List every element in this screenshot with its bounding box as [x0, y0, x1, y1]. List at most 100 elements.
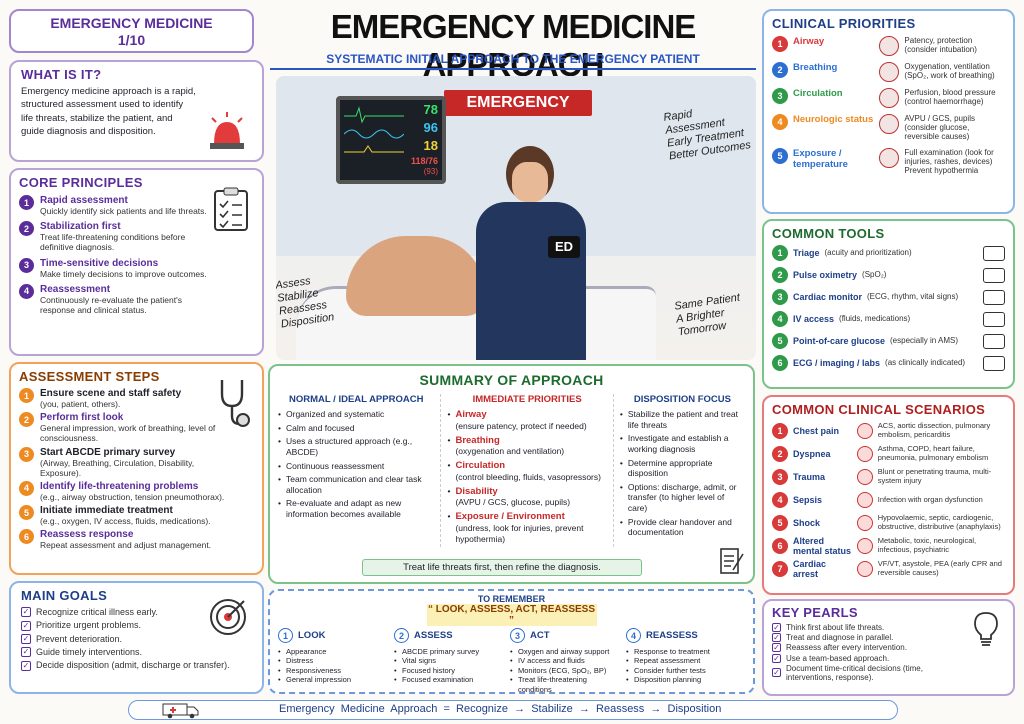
- organ-icon: [879, 114, 900, 134]
- pearl-text: Reassess after every intervention.: [786, 643, 907, 653]
- step-number: 4: [19, 480, 34, 496]
- scenario-number: 4: [772, 492, 788, 508]
- remember-motto: “ LOOK, ASSESS, ACT, REASSESS ”: [426, 604, 597, 626]
- step-text: Start ABCDE primary survey(Airway, Breat…: [40, 447, 225, 478]
- scenario-icon: [856, 492, 873, 508]
- tool-icon: [983, 333, 1005, 349]
- tool-detail: (ECG, rhythm, vital signs): [867, 292, 959, 302]
- priority-title: Breathing: [793, 62, 838, 73]
- remember-step-item: Responsiveness: [278, 666, 390, 676]
- summary-panel: SUMMARY OF APPROACH NORMAL / IDEAL APPRO…: [268, 364, 755, 584]
- summary-banner: Treat life threats first, then refine th…: [362, 559, 642, 576]
- organ-icon: [879, 147, 900, 168]
- step-desc: (Airway, Breathing, Circulation, Disabil…: [40, 457, 195, 478]
- ecg-wave-icon: [344, 106, 404, 153]
- pearl-text: Think first about life threats.: [786, 623, 885, 632]
- what-text: Emergency medicine approach is a rapid, …: [21, 86, 196, 137]
- priority-detail: Perfusion, blood pressure (control haemo…: [904, 88, 996, 107]
- disposition-item: Stabilize the patient and treat life thr…: [620, 409, 745, 430]
- tool-number: 3: [772, 289, 788, 305]
- step-desc: (e.g., airway obstruction, tension pneum…: [40, 491, 225, 502]
- col-disposition-list: Stabilize the patient and treat life thr…: [620, 409, 745, 538]
- tool-name: Pulse oximetry: [793, 270, 858, 280]
- goal-item: ✓Guide timely interventions.: [21, 647, 252, 658]
- badge-text: EMERGENCY MEDICINE 1/10: [50, 15, 213, 48]
- col-disposition-title: DISPOSITION FOCUS: [633, 394, 731, 405]
- priority-title: Circulation: [793, 88, 843, 99]
- tool-name: ECG / imaging / labs: [793, 358, 881, 368]
- priority-number: 3: [772, 88, 788, 104]
- priority-title: Neurologic status: [793, 114, 874, 125]
- vital-monitor: 78 96 18 118/76 (93): [336, 96, 446, 184]
- core-title: CORE PRINCIPLES: [19, 175, 143, 190]
- tool-number: 2: [772, 267, 788, 283]
- scenario-number: 5: [772, 515, 788, 531]
- core-number: 2: [19, 221, 34, 237]
- pearl-item: ✓Treat and diagnose in parallel.: [772, 633, 1005, 643]
- scenario-name: Dyspnea: [793, 449, 831, 459]
- scenario-detail: VF/VT, asystole, PEA (early CPR and reve…: [877, 559, 1002, 577]
- remember-step-title: ACT: [530, 630, 550, 641]
- pearls-title: KEY PEARLS: [772, 605, 858, 620]
- scenario-icon: [856, 446, 873, 462]
- remember-step-item: Repeat assessment: [626, 656, 738, 666]
- tools-title: COMMON TOOLS: [772, 226, 885, 241]
- priority-title: Exposure / temperature: [793, 147, 848, 170]
- remember-step-list: ABCDE primary surveyVital signsFocused h…: [394, 647, 506, 685]
- tool-name: Triage: [793, 248, 820, 258]
- remember-step: 3ACTOxygen and airway supportIV access a…: [510, 628, 622, 694]
- goal-text: Prioritize urgent problems.: [36, 620, 142, 631]
- disposition-item: Options: discharge, admit, or transfer (…: [620, 482, 745, 514]
- scenario-icon: [856, 469, 873, 485]
- remember-step-title: ASSESS: [414, 630, 453, 641]
- step-desc: (you, patient, others).: [40, 399, 121, 409]
- step-desc: (e.g., oxygen, IV access, fluids, medica…: [40, 516, 211, 527]
- scenario-number: 6: [772, 538, 788, 554]
- scenario-number: 7: [772, 561, 788, 577]
- scenario-icon: [856, 538, 873, 554]
- step-title: Reassess response: [40, 529, 134, 541]
- stethoscope-icon: [220, 380, 250, 427]
- priority-name: Circulation: [455, 460, 506, 471]
- scenario-name: Chest pain: [793, 426, 840, 436]
- tool-icon: [983, 311, 1005, 327]
- step-desc: Repeat assessment and adjust management.: [40, 540, 212, 551]
- organ-icon: [879, 62, 900, 82]
- scenario-icon: [856, 561, 873, 577]
- emergency-scene-illustration: EMERGENCY 78 96 18 118/76 (93) ED Assess…: [276, 76, 756, 360]
- organ-icon: [879, 88, 900, 108]
- clinical-priority-item: 3 Circulation Perfusion, blood pressure (c…: [772, 88, 1005, 108]
- core-item-title: Rapid assessment: [40, 195, 128, 206]
- col-disposition: DISPOSITION FOCUS Stabilize the patient …: [612, 394, 745, 548]
- normal-approach-item: Uses a structured approach (e.g., ABCDE): [278, 436, 434, 457]
- remember-steps: 1LOOKAppearanceDistressResponsivenessGen…: [278, 628, 745, 694]
- step-desc: General impression, work of breathing, l…: [40, 423, 216, 444]
- checkbox-icon: ✓: [772, 668, 781, 678]
- remember-step-item: Oxygen and airway support: [510, 647, 622, 657]
- remember-step-list: Response to treatmentRepeat assessmentCo…: [626, 647, 738, 685]
- step-text: Ensure scene and staff safety(you, patie…: [40, 388, 225, 409]
- core-item-title: Time-sensitive decisions: [40, 257, 159, 269]
- remember-step-item: Disposition planning: [626, 675, 738, 685]
- priority-number: 1: [772, 36, 788, 52]
- priority-name: Breathing: [455, 434, 500, 446]
- scenario-detail: Hypovolaemic, septic, cardiogenic, obstr…: [877, 513, 1001, 531]
- col-normal: NORMAL / IDEAL APPROACH Organized and sy…: [278, 394, 434, 547]
- scenario-icon: [856, 423, 873, 439]
